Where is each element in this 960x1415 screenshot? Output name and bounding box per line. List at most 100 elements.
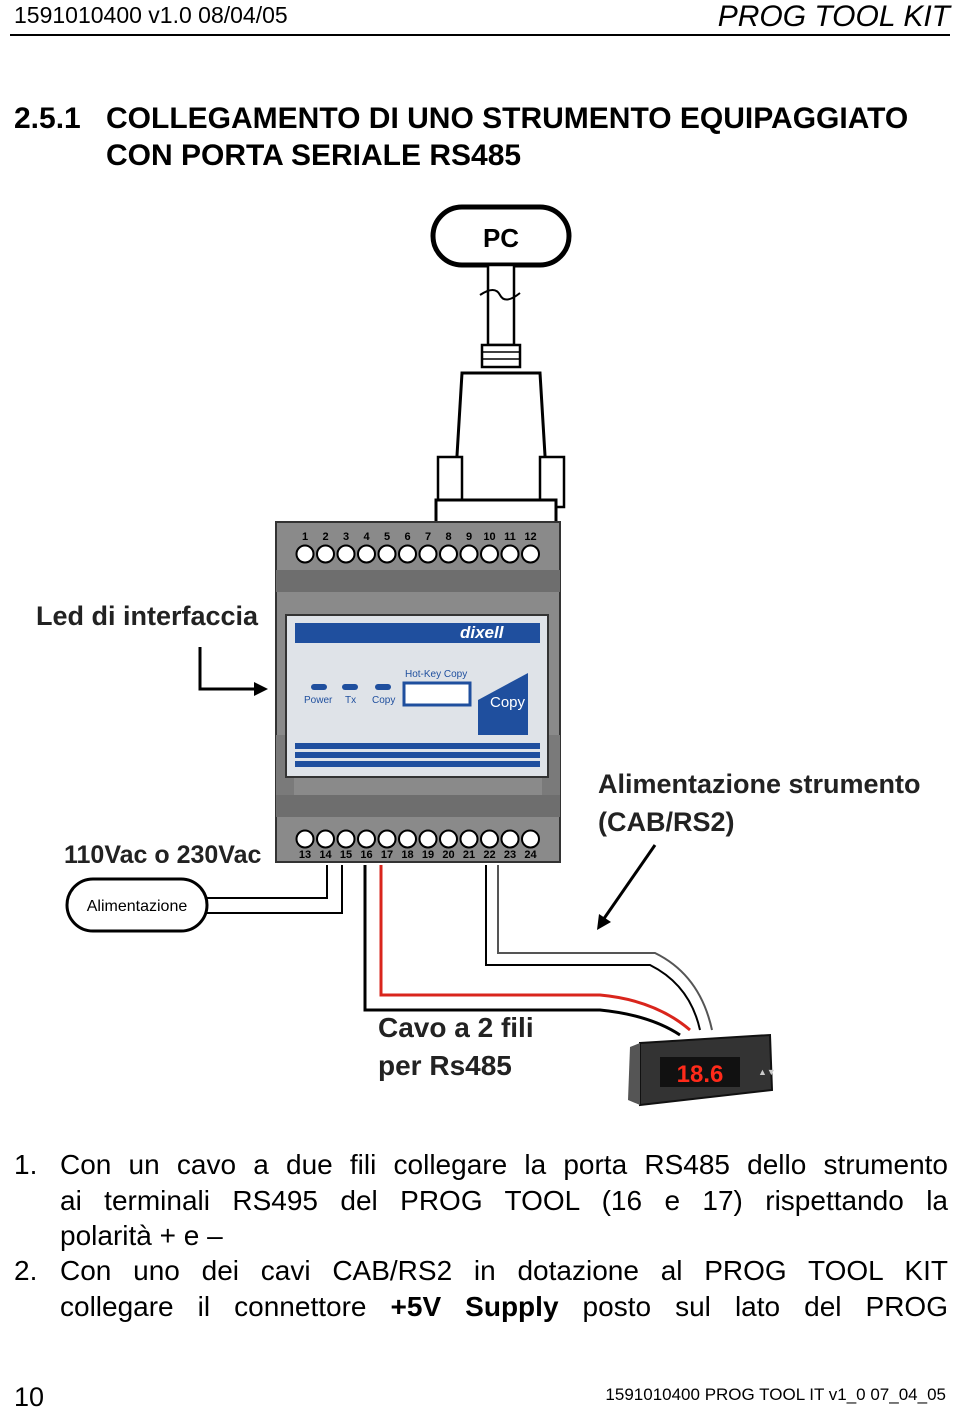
prog-tool-device: dixell Power Tx Copy Hot-Key Copy Copy 1… bbox=[275, 521, 561, 863]
top-terminal-screw bbox=[418, 544, 438, 564]
top-terminal-number: 10 bbox=[483, 531, 495, 543]
top-terminal-screw bbox=[500, 544, 520, 564]
section-number: 2.5.1 bbox=[14, 102, 81, 135]
step-1-line2: ai terminali RS495 del PROG TOOL (16 e 1… bbox=[60, 1184, 948, 1216]
bottom-terminal-screw bbox=[459, 829, 479, 849]
interface-leds: Power Tx Copy bbox=[304, 684, 395, 706]
top-terminal-screw bbox=[398, 544, 417, 564]
instrument-supply-arrow-head bbox=[597, 914, 611, 930]
step-2-line2-a: collegare il connettore bbox=[60, 1290, 391, 1322]
led-tx-label: Tx bbox=[345, 695, 356, 706]
document-reference: 1591010400 v1.0 08/04/05 bbox=[14, 2, 288, 28]
instrument-supply-line1: Alimentazione strumento bbox=[598, 769, 921, 799]
step-1-line1: Con un cavo a due fili collegare la port… bbox=[60, 1149, 948, 1180]
led-copy-label: Copy bbox=[372, 695, 395, 706]
supply-bubble bbox=[65, 877, 209, 933]
cable-label-line2: per Rs485 bbox=[378, 1050, 512, 1081]
bottom-terminal-screw bbox=[357, 829, 376, 849]
top-terminal-screw bbox=[357, 544, 376, 564]
hotkey-port bbox=[402, 681, 472, 707]
top-terminal-number: 11 bbox=[504, 531, 516, 543]
supply-label: Alimentazione bbox=[87, 898, 188, 915]
voltage-label: 110Vac o 230Vac bbox=[64, 841, 262, 869]
cable-label-line1: Cavo a 2 fili bbox=[378, 1012, 534, 1043]
bottom-terminal-number: 16 bbox=[360, 849, 372, 861]
bottom-terminal-screw bbox=[316, 829, 335, 849]
bottom-terminal-screw bbox=[500, 829, 520, 849]
bottom-terminal-screw bbox=[295, 829, 315, 849]
section-title-line1: COLLEGAMENTO DI UNO STRUMENTO EQUIPAGGIA… bbox=[106, 102, 909, 135]
bottom-terminal-number: 17 bbox=[381, 849, 393, 861]
bottom-terminal-number: 18 bbox=[401, 849, 413, 861]
step-1-number: 1. bbox=[14, 1149, 38, 1180]
led-power-label: Power bbox=[304, 695, 333, 706]
pc-bubble: PC bbox=[430, 204, 572, 268]
top-terminal-number: 3 bbox=[343, 531, 349, 543]
bottom-terminal-number: 15 bbox=[340, 849, 352, 861]
led-arrow bbox=[198, 647, 258, 691]
top-terminal-number: 7 bbox=[425, 531, 431, 543]
bottom-terminal-screw bbox=[377, 829, 397, 849]
pc-label: PC bbox=[483, 223, 519, 253]
step-2-line2: collegare il connettore +5V Supply posto… bbox=[60, 1289, 948, 1325]
bottom-terminal-number: 13 bbox=[299, 849, 311, 861]
bottom-terminal-number: 24 bbox=[524, 849, 537, 861]
page-number: 10 bbox=[14, 1382, 45, 1412]
bottom-terminal-number: 14 bbox=[319, 849, 332, 861]
set-key-icon: ▲▼ bbox=[758, 1067, 776, 1077]
brand-logo: dixell bbox=[460, 623, 505, 642]
step-2-line2-b: posto sul lato del PROG bbox=[558, 1290, 948, 1322]
display-value: 18.6 bbox=[677, 1061, 724, 1088]
step-2-number: 2. bbox=[14, 1255, 38, 1286]
power-wire-2 bbox=[207, 865, 343, 914]
bottom-terminal-screw bbox=[521, 829, 540, 849]
connection-diagram: PC dixell Power Tx bbox=[36, 204, 921, 1107]
supply-cable-1 bbox=[485, 865, 701, 1031]
instrument-supply-line2: (CAB/RS2) bbox=[598, 807, 735, 837]
bottom-terminal-screw bbox=[439, 829, 458, 849]
top-terminal-screw bbox=[336, 544, 356, 564]
bottom-terminal-screw bbox=[398, 829, 417, 849]
top-terminal-screw bbox=[480, 544, 499, 564]
top-terminal-number: 12 bbox=[524, 531, 536, 543]
bottom-terminal-number: 21 bbox=[463, 849, 475, 861]
top-terminal-screw bbox=[439, 544, 458, 564]
top-terminal-screw bbox=[377, 544, 397, 564]
top-terminal-number: 9 bbox=[466, 531, 472, 543]
bottom-terminal-number: 19 bbox=[422, 849, 434, 861]
top-terminal-screw bbox=[295, 544, 315, 564]
power-wire-1 bbox=[207, 865, 328, 899]
top-terminal-number: 4 bbox=[363, 531, 370, 543]
top-terminal-screw bbox=[316, 544, 335, 564]
step-2-line2-bold: +5V Supply bbox=[390, 1290, 559, 1322]
footer-doc-code: 1591010400 PROG TOOL IT v1_0 07_04_05 bbox=[605, 1385, 946, 1404]
bottom-terminal-block: 13 14 15 16 17 18 19 20 21 22 23 24 bbox=[295, 829, 540, 861]
bottom-terminal-screw bbox=[480, 829, 499, 849]
bottom-terminal-screw bbox=[418, 829, 438, 849]
step-1: 1. Con un cavo a due fili collegare la p… bbox=[14, 1147, 948, 1254]
product-name: PROG TOOL KIT bbox=[717, 0, 950, 33]
top-terminal-number: 6 bbox=[404, 531, 410, 543]
bottom-terminal-number: 23 bbox=[504, 849, 516, 861]
hotkey-label: Hot-Key Copy bbox=[405, 669, 467, 680]
section-title: 2.5.1 COLLEGAMENTO DI UNO STRUMENTO EQUIP… bbox=[14, 100, 908, 174]
section-title-line2: CON PORTA SERIALE RS485 bbox=[106, 139, 522, 172]
led-arrow-head bbox=[254, 682, 268, 696]
top-terminal-number: 8 bbox=[445, 531, 451, 543]
serial-cable bbox=[479, 263, 522, 369]
copy-button-label: Copy bbox=[490, 694, 526, 711]
led-interface-label: Led di interfaccia bbox=[36, 601, 259, 631]
rs485-wire-black bbox=[363, 865, 681, 1037]
bottom-terminal-number: 20 bbox=[442, 849, 454, 861]
step-2: 2. Con uno dei cavi CAB/RS2 in dotazione… bbox=[14, 1253, 948, 1324]
supply-cable-2 bbox=[497, 865, 713, 1031]
top-terminal-screw bbox=[521, 544, 540, 564]
header-rule bbox=[10, 34, 950, 36]
top-terminal-number: 2 bbox=[322, 531, 328, 543]
copy-button bbox=[478, 673, 528, 735]
top-terminal-screw bbox=[459, 544, 479, 564]
bottom-terminal-number: 22 bbox=[483, 849, 495, 861]
rs485-wire-red bbox=[379, 865, 691, 1032]
step-2-line1: Con uno dei cavi CAB/RS2 in dotazione al… bbox=[60, 1255, 948, 1286]
